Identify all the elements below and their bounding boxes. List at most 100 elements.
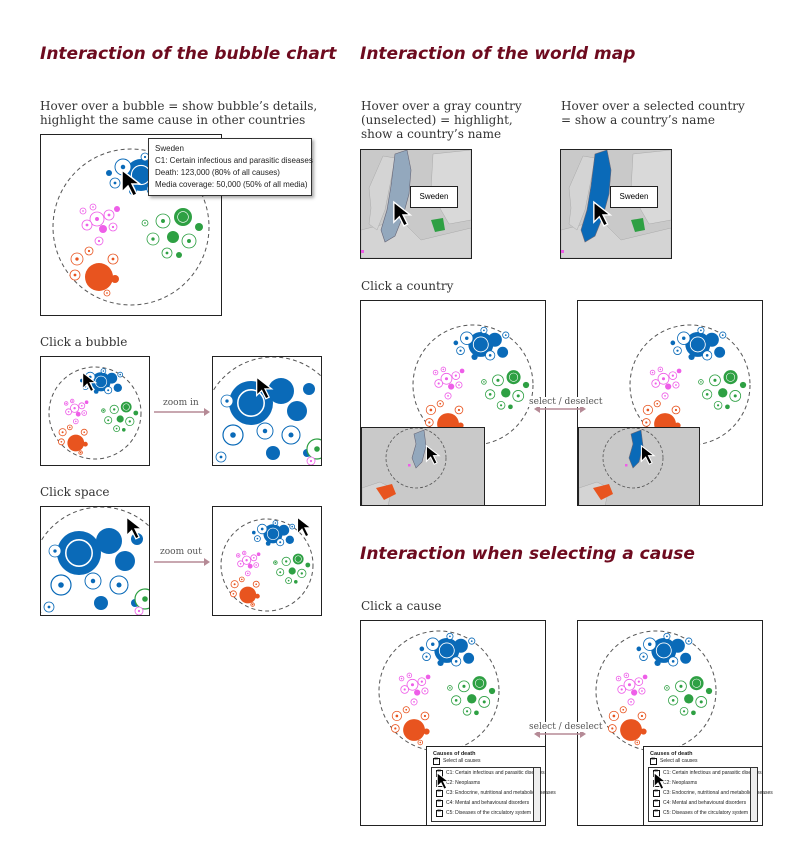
bubble-mark <box>90 578 96 584</box>
cause-item[interactable]: C1: Certain infectious and parasitic dis… <box>653 768 762 777</box>
bubble-mark <box>718 388 728 398</box>
bubble-mark <box>680 652 692 664</box>
bubble-mark <box>95 217 99 221</box>
cause-item[interactable]: C4: Mental and behavioural disorders <box>436 798 529 807</box>
bubble-mark <box>96 528 122 554</box>
bubble-mark <box>400 677 403 680</box>
bubble-mark <box>119 373 121 376</box>
bubble-mark <box>437 382 440 385</box>
panel-click-bubble-after <box>212 356 322 466</box>
caption-hover-gray: Hover over a gray country (unselected) =… <box>361 99 522 141</box>
bubble-mark <box>725 404 730 410</box>
bubble-mark <box>133 410 139 416</box>
checkbox-icon[interactable] <box>650 756 657 765</box>
bubble-mark <box>219 455 223 459</box>
bubble-mark <box>91 372 111 392</box>
bubble-mark <box>93 389 99 394</box>
bubble-mark <box>122 428 126 432</box>
cause-item[interactable]: C5: Diseases of the circulatory system <box>653 808 748 817</box>
cause-item[interactable]: C1: Certain infectious and parasitic dis… <box>436 768 545 777</box>
bubble-mark <box>625 674 628 677</box>
select-all-causes[interactable]: Select all causes <box>650 756 698 765</box>
bubble-mark <box>691 710 696 716</box>
mini-world-map <box>362 428 484 505</box>
checkbox-icon[interactable] <box>436 808 443 817</box>
bubble-mark <box>449 687 451 689</box>
checkbox-icon[interactable] <box>653 798 660 807</box>
bubble-mark <box>674 408 678 412</box>
bubble-mark <box>508 404 513 410</box>
checkbox-icon[interactable] <box>433 756 440 765</box>
bubble-mark <box>483 329 485 332</box>
select-all-causes[interactable]: Select all causes <box>433 756 481 765</box>
bubble-mark <box>501 388 511 398</box>
bubble-mark <box>122 403 130 411</box>
bubble-mark <box>497 346 509 358</box>
map-country-spain <box>593 484 613 500</box>
causes-title: Causes of death <box>650 751 693 757</box>
bubble-mark <box>640 714 644 718</box>
bubble-mark <box>408 674 411 677</box>
bubble-mark <box>80 404 83 407</box>
map-country-sweden <box>580 150 612 243</box>
scrollbar[interactable] <box>750 768 757 821</box>
bubble-mark <box>60 440 63 443</box>
checkbox-icon[interactable] <box>436 798 443 807</box>
map-country-marker <box>408 464 411 467</box>
bubble-mark <box>475 678 485 688</box>
map-country-sweden <box>380 150 412 243</box>
bubble-mark <box>239 562 242 565</box>
bubble-mark <box>106 292 108 294</box>
bubble-mark <box>437 659 444 667</box>
bubble-mark <box>654 659 661 667</box>
checkbox-icon[interactable] <box>653 788 660 797</box>
bubble-mark <box>679 684 683 688</box>
checkbox-icon[interactable] <box>436 788 443 797</box>
bubble-mark <box>646 408 650 412</box>
bubble-mark <box>439 402 442 405</box>
bubble-mark <box>285 560 288 563</box>
cause-item[interactable]: C3: Endocrine, nutritional and metabolic… <box>653 788 773 797</box>
bubble-mark <box>53 549 57 553</box>
select-deselect-arrow <box>534 405 586 413</box>
bubble-mark <box>252 530 256 535</box>
cause-item[interactable]: C3: Endocrine, nutritional and metabolic… <box>436 788 556 797</box>
bubble-mark <box>682 710 686 713</box>
bubble-mark <box>470 640 473 642</box>
bubble-mark <box>700 329 702 332</box>
caption-click-space: Click space <box>40 485 110 499</box>
bubble-cluster <box>595 630 717 752</box>
cursor-icon <box>126 515 144 540</box>
bubble-mark <box>428 421 431 424</box>
bubble-mark <box>247 563 253 569</box>
bubble-mark <box>472 676 487 691</box>
bubble-mark <box>143 155 147 159</box>
scrollbar[interactable] <box>533 768 540 821</box>
causes-list: C1: Certain infectious and parasitic dis… <box>648 767 773 822</box>
bubble-mark <box>247 572 249 575</box>
bubble-mark <box>266 527 280 540</box>
bubble-mark <box>687 640 690 642</box>
checkbox-icon[interactable] <box>653 808 660 817</box>
heading-world-map: Interaction of the world map <box>360 44 636 64</box>
bubble-mark <box>75 420 77 423</box>
bubble-mark <box>116 582 122 588</box>
cause-item[interactable]: C4: Mental and behavioural disorders <box>653 798 746 807</box>
bubble-mark <box>413 701 415 703</box>
bubble-mark <box>69 426 71 429</box>
bubble-mark <box>255 593 260 599</box>
bubble-mark <box>462 684 466 688</box>
bubble-mark <box>419 646 425 652</box>
bubble-mark <box>232 592 235 595</box>
bubble-mark <box>665 383 672 390</box>
bubble-mark <box>306 438 321 460</box>
bubble-mark <box>107 213 111 217</box>
bubble-mark <box>73 407 76 410</box>
bubble-mark <box>671 374 674 377</box>
cause-item[interactable]: C5: Diseases of the circulatory system <box>436 808 531 817</box>
bubble-cluster <box>378 630 500 752</box>
bubble-mark <box>654 382 657 385</box>
bubble-mark <box>61 431 64 434</box>
bubble-mark <box>99 225 107 233</box>
cursor-icon <box>121 168 143 198</box>
